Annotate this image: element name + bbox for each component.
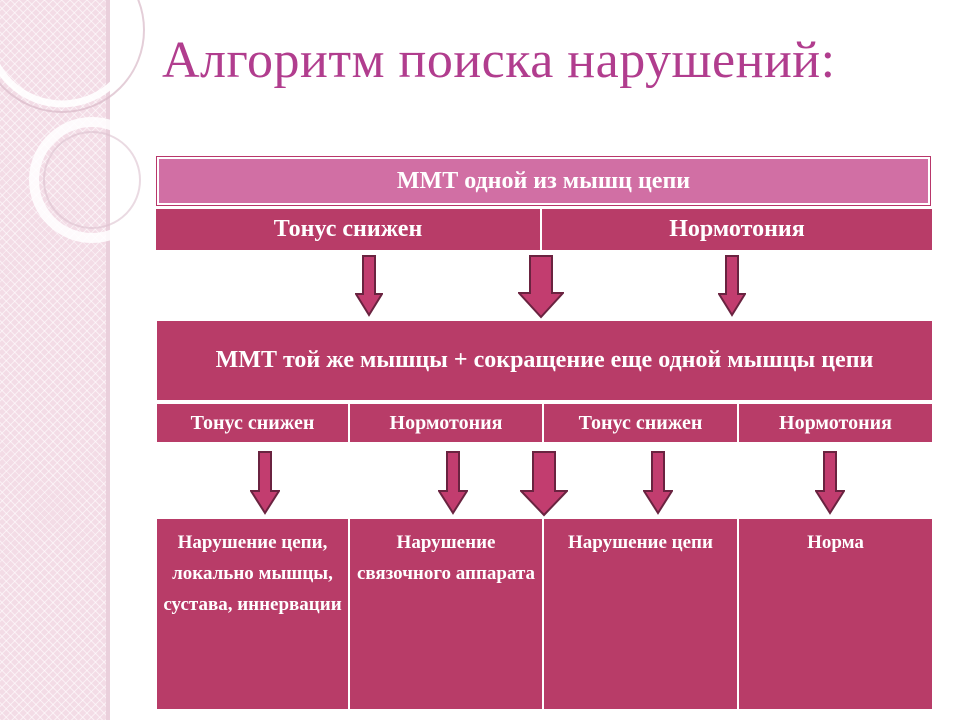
arrow-down-icon xyxy=(355,255,383,317)
arrow-down-icon xyxy=(815,451,845,515)
middle-box: ММТ той же мышцы + сокращение еще одной … xyxy=(156,320,933,401)
result-text: Норма xyxy=(807,532,864,553)
level2-normotonia-b: Нормотония xyxy=(738,403,933,443)
result-text: Нарушение цепи, локально мышцы, сустава,… xyxy=(163,532,342,615)
level2-tone-reduced-b: Тонус снижен xyxy=(543,403,738,443)
result-chain-local-disorder: Нарушение цепи, локально мышцы, сустава,… xyxy=(156,518,349,710)
arrow-down-icon xyxy=(718,255,746,317)
level1-tone-reduced: Тонус снижен xyxy=(155,208,541,251)
arrow-down-icon xyxy=(250,451,280,515)
decorative-strip-edge xyxy=(106,0,110,720)
result-norm: Норма xyxy=(738,518,933,710)
result-text: Нарушение связочного аппарата xyxy=(356,532,536,584)
level2-tone-reduced-a: Тонус снижен xyxy=(156,403,349,443)
result-text: Нарушение цепи xyxy=(568,532,713,553)
result-chain-disorder: Нарушение цепи xyxy=(543,518,738,710)
arrow-down-icon xyxy=(518,255,564,319)
arrow-down-icon xyxy=(520,451,568,517)
decorative-rings xyxy=(0,0,155,243)
slide-title: Алгоритм поиска нарушений: xyxy=(162,32,836,89)
arrow-down-icon xyxy=(643,451,673,515)
level2-normotonia-a: Нормотония xyxy=(349,403,543,443)
header-box: ММТ одной из мышц цепи xyxy=(156,156,931,206)
arrow-down-icon xyxy=(438,451,468,515)
level1-normotonia: Нормотония xyxy=(541,208,933,251)
result-ligament-disorder: Нарушение связочного аппарата xyxy=(349,518,543,710)
